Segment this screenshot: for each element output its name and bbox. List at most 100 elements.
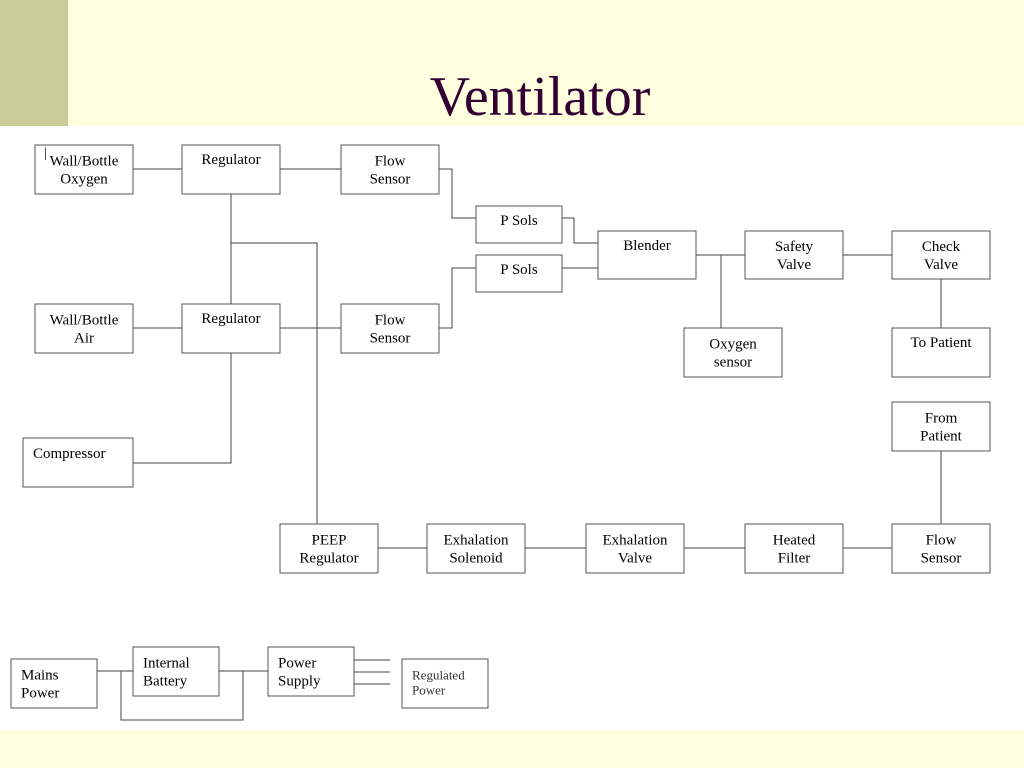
internal-battery-frame [132, 646, 220, 697]
connection-lines [97, 168, 942, 721]
regulator-air-label-line: Regulator [201, 311, 260, 327]
regulator-oxygen-frame [181, 144, 281, 195]
safety-valve-label-line: Safety [775, 239, 814, 255]
to-patient-box: To Patient [891, 327, 991, 378]
peep-regulator-label-line: Regulator [299, 551, 358, 567]
exhalation-valve-label-line: Exhalation [603, 533, 668, 549]
peep-regulator-box: PEEP Regulator [279, 523, 379, 574]
wall-bottle-oxygen-label-line: Oxygen [60, 172, 108, 188]
blender-box: Blender [597, 230, 697, 280]
p-sols-lower-frame [475, 254, 563, 293]
internal-battery-label-line: Battery [143, 674, 188, 690]
compressor-frame [22, 437, 134, 488]
wall-bottle-air-label-line: Wall/Bottle [50, 313, 119, 329]
connector-line [133, 353, 232, 464]
oxygen-sensor-box: Oxygen sensor [683, 327, 783, 378]
compressor-box: Compressor [22, 437, 134, 488]
p-sols-upper-frame [475, 205, 563, 244]
flow-sensor-oxygen-label-line: Flow [375, 154, 406, 170]
p-sols-upper-box: P Sols [475, 205, 563, 244]
from-patient-label-line: Patient [920, 429, 962, 445]
connector-line [439, 267, 476, 329]
connector-line [562, 217, 598, 244]
regulator-air-box: Regulator [181, 303, 281, 354]
power-supply-label-line: Supply [278, 674, 321, 690]
power-supply-frame [267, 646, 355, 697]
wall-bottle-oxygen-label-line: Wall/Bottle [50, 154, 119, 170]
connector-line [120, 671, 244, 721]
exhalation-solenoid-label-line: Exhalation [444, 533, 509, 549]
regulated-power-label-line: Regulated [412, 668, 465, 683]
p-sols-lower-box: P Sols [475, 254, 563, 293]
flow-sensor-air-label-line: Flow [375, 313, 406, 329]
heated-filter-frame [744, 523, 844, 574]
check-valve-frame [891, 230, 991, 280]
to-patient-frame [891, 327, 991, 378]
mains-power-frame [10, 658, 98, 709]
connector-line [439, 168, 476, 219]
regulator-oxygen-box: Regulator [181, 144, 281, 195]
oxygen-sensor-label-line: sensor [714, 355, 752, 371]
from-patient-frame [891, 401, 991, 452]
p-sols-lower-label-line: P Sols [500, 262, 538, 278]
flow-sensor-exhale-frame [891, 523, 991, 574]
compressor-label-line: Compressor [33, 446, 106, 462]
regulator-oxygen-label-line: Regulator [201, 152, 260, 168]
blender-frame [597, 230, 697, 280]
footer-band [0, 730, 1024, 768]
wall-bottle-air-label-line: Air [74, 331, 94, 347]
header-accent-bar [0, 0, 68, 126]
mains-power-label-line: Mains [21, 668, 59, 684]
flow-sensor-exhale-label-line: Sensor [921, 551, 962, 567]
from-patient-label-line: From [925, 411, 958, 427]
regulator-air-frame [181, 303, 281, 354]
flow-sensor-air-label-line: Sensor [370, 331, 411, 347]
peep-regulator-label-line: PEEP [311, 533, 346, 549]
to-patient-label-line: To Patient [910, 335, 972, 351]
exhalation-valve-label-line: Valve [618, 551, 652, 567]
mains-power-label-line: Power [21, 686, 59, 702]
check-valve-label-line: Valve [924, 257, 958, 273]
heated-filter-label-line: Heated [773, 533, 816, 549]
internal-battery-label-line: Internal [143, 656, 190, 672]
exhalation-solenoid-frame [426, 523, 526, 574]
connector-line [231, 242, 318, 524]
wall-bottle-oxygen-frame [34, 144, 134, 195]
power-supply-label-line: Power [278, 656, 316, 672]
p-sols-upper-label-line: P Sols [500, 213, 538, 229]
flow-sensor-oxygen-label-line: Sensor [370, 172, 411, 188]
stray-mark: | [44, 146, 47, 161]
oxygen-sensor-label-line: Oxygen [709, 337, 757, 353]
regulated-power-frame [401, 658, 489, 709]
oxygen-sensor-frame [683, 327, 783, 378]
flow-sensor-oxygen-frame [340, 144, 440, 195]
slide-title: Ventilator [429, 66, 651, 128]
exhalation-solenoid-label-line: Solenoid [449, 551, 503, 567]
regulated-power-label-line: Power [412, 683, 446, 698]
blender-label-line: Blender [623, 238, 670, 254]
wall-bottle-air-frame [34, 303, 134, 354]
safety-valve-label-line: Valve [777, 257, 811, 273]
exhalation-valve-frame [585, 523, 685, 574]
header-band [0, 0, 1024, 126]
peep-regulator-frame [279, 523, 379, 574]
flow-sensor-air-frame [340, 303, 440, 354]
safety-valve-frame [744, 230, 844, 280]
